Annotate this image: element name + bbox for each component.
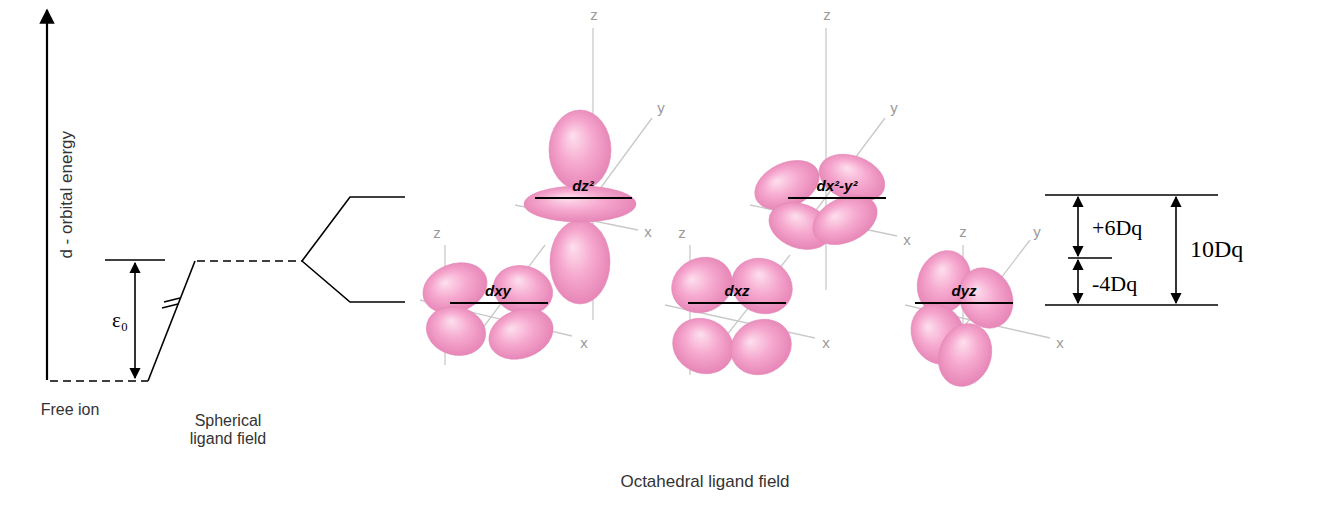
energy-symbol: ε₀ bbox=[112, 308, 128, 332]
axis-letter: z bbox=[590, 6, 598, 23]
orbital-level-bars bbox=[450, 198, 1013, 303]
axis-title: d - orbital energy bbox=[57, 131, 77, 259]
axis-letter: z bbox=[433, 224, 441, 241]
stage-caption: Octahedral ligand field bbox=[620, 472, 789, 492]
orbital-label: dx²-y² bbox=[817, 177, 858, 194]
axis-letter: x bbox=[1056, 334, 1064, 351]
splitting-value: 10Dq bbox=[1190, 236, 1243, 264]
stage-caption: Free ion bbox=[40, 401, 100, 419]
stage-caption: Spherical ligand field bbox=[186, 412, 270, 449]
axis-letter: x bbox=[644, 223, 652, 240]
axis-letter: x bbox=[580, 334, 588, 351]
axis-letter: z bbox=[959, 223, 967, 240]
axis-letter: y bbox=[890, 99, 898, 116]
energy-level-diagram bbox=[47, 10, 1218, 381]
axis-letter: x bbox=[903, 231, 911, 248]
splitting-value: +6Dq bbox=[1092, 215, 1142, 240]
orbital-label: dxz bbox=[724, 282, 749, 299]
orbital-label: dyz bbox=[951, 282, 976, 299]
orbital-label: dxy bbox=[485, 282, 511, 299]
axis-letter: z bbox=[823, 6, 831, 23]
orbital-label: dz² bbox=[572, 177, 594, 194]
axis-letter: y bbox=[1033, 223, 1041, 240]
orbital-lobes bbox=[416, 110, 1023, 394]
splitting-value: -4Dq bbox=[1092, 271, 1137, 296]
axis-letter: y bbox=[657, 99, 665, 116]
axis-letter: z bbox=[678, 224, 686, 241]
axis-letter: x bbox=[822, 334, 830, 351]
